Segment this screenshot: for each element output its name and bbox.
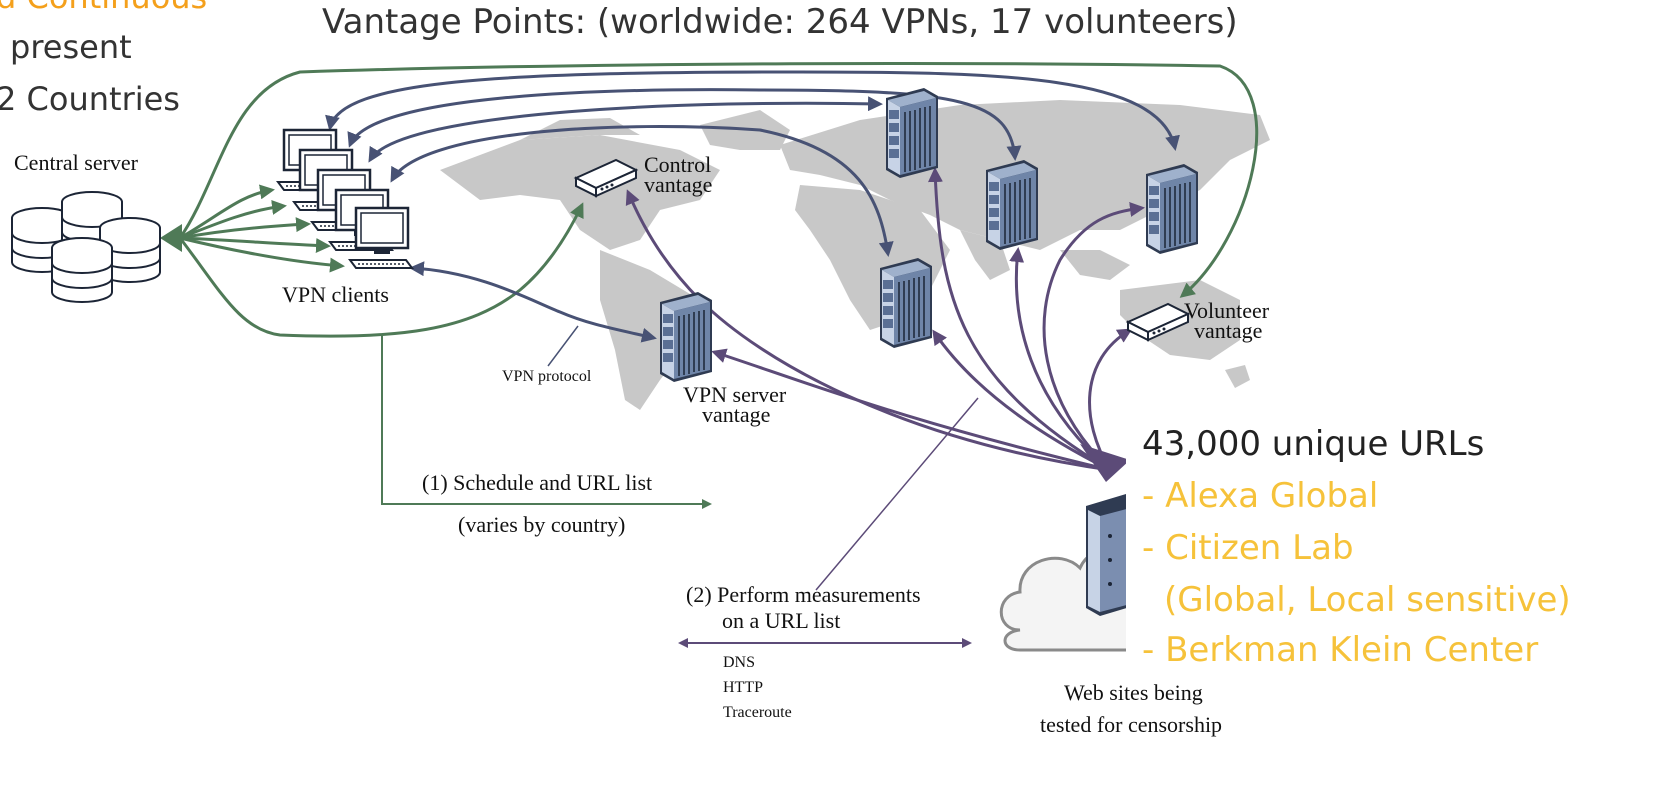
vpn-server-vantage-label-2: vantage xyxy=(702,402,771,427)
central-server-icon xyxy=(11,191,161,303)
central-server-label: Central server xyxy=(14,150,138,175)
schedule-arrow xyxy=(381,336,712,509)
volunteer-vantage-label-2: vantage xyxy=(1194,318,1263,343)
step2-label: (2) Perform measurements xyxy=(686,582,921,607)
step2-sublabel: on a URL list xyxy=(722,608,841,633)
url-count-heading: 43,000 unique URLs xyxy=(1142,424,1485,464)
step1-label: (1) Schedule and URL list xyxy=(422,470,653,495)
vpn-clients-icon xyxy=(276,128,414,270)
control-vantage-label-2: vantage xyxy=(644,172,713,197)
measurement-links xyxy=(625,167,1145,472)
url-sources-panel xyxy=(1126,420,1586,680)
vpn-server-icon-africa xyxy=(879,257,933,349)
page-title: Vantage Points: (worldwide: 264 VPNs, 17… xyxy=(322,2,1238,42)
vpn-server-icon-europe xyxy=(885,87,939,179)
vpn-links xyxy=(325,70,1180,343)
vpn-server-vantage-label-1: VPN server xyxy=(683,382,787,407)
url-source-alexa: - Alexa Global xyxy=(1142,476,1379,516)
vpn-protocol-pointer xyxy=(547,325,579,367)
url-source-citizen-lab: - Citizen Lab xyxy=(1142,528,1354,568)
step1-sublabel: (varies by country) xyxy=(458,512,626,537)
web-arrowhead xyxy=(1080,444,1130,482)
protocol-http: HTTP xyxy=(723,679,763,696)
web-sites-label-2: tested for censorship xyxy=(1040,712,1223,737)
vpn-protocol-label: VPN protocol xyxy=(502,368,592,385)
measurement-pointer xyxy=(815,397,979,591)
vpn-clients-label: VPN clients xyxy=(282,282,389,307)
vpn-server-icon-india xyxy=(985,159,1039,251)
url-source-citizen-lab-scope: (Global, Local sensitive) xyxy=(1164,580,1571,620)
web-sites-icon xyxy=(999,494,1152,652)
protocol-dns: DNS xyxy=(723,654,756,671)
left-text-countries: 2 Countries xyxy=(0,80,180,118)
vpn-server-icon-america xyxy=(659,291,713,383)
control-vantage-label-1: Control xyxy=(644,152,712,177)
left-heading-continuous: d Continuous xyxy=(0,0,207,16)
web-sites-label-1: Web sites being xyxy=(1064,680,1203,705)
left-text-present: present xyxy=(10,28,132,66)
vpn-server-icon-asia xyxy=(1145,163,1199,255)
url-source-berkman: - Berkman Klein Center xyxy=(1142,630,1539,670)
protocol-traceroute: Traceroute xyxy=(723,704,792,721)
central-arrowhead xyxy=(160,224,182,252)
volunteer-vantage-label-1: Volunteer xyxy=(1184,298,1270,323)
world-map xyxy=(440,100,1270,410)
